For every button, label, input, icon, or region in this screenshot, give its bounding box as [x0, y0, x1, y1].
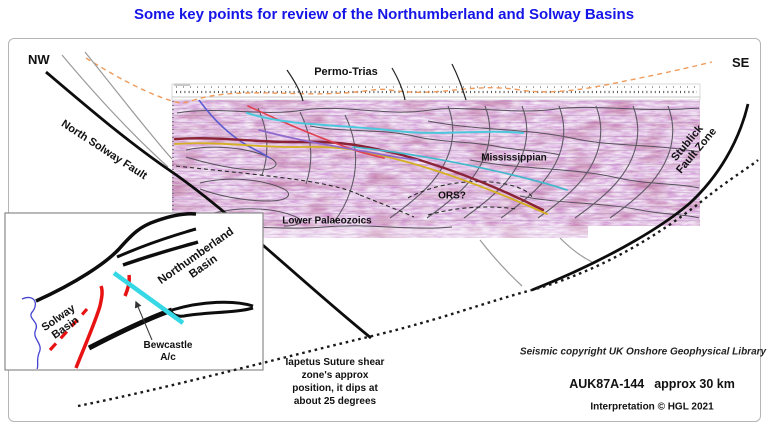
tiny-header-text [174, 83, 190, 86]
colored-horizons [173, 100, 568, 215]
page-title: Some key points for review of the Northu… [133, 6, 635, 23]
shallow-fault-curves [286, 63, 467, 102]
seismic-line-id: AUK87A-144 approx 30 km [569, 377, 735, 391]
seismic-line-location [112, 271, 185, 325]
seismic-image [172, 100, 700, 238]
bewcastle-arrow [134, 300, 153, 341]
inset-map [4, 212, 264, 371]
gray-projection-lines [61, 51, 593, 287]
inset-map-frame [4, 212, 264, 371]
line-scale-value: approx 30 km [654, 377, 735, 391]
orange-dashed-horizon-line [85, 57, 713, 104]
iapetus-suture-note: Iapetus Suture shear zone's approx posit… [285, 357, 385, 407]
permo-trias-label: Permo-Trias [314, 66, 378, 78]
interpretation-credit: Interpretation © HGL 2021 [590, 401, 714, 413]
dashed-boundaries [175, 165, 533, 218]
bewcastle-label: Bewcastle A/c [143, 340, 193, 363]
lower-palaeozoics-label: Lower Palaeozoics [282, 215, 372, 227]
north-solway-fault-line [45, 70, 372, 340]
line-id-value: AUK87A-144 [569, 377, 645, 391]
coastline-line [21, 296, 41, 370]
ors-label: ORS? [438, 190, 466, 202]
mississippian-label: Mississippian [481, 152, 547, 164]
seismic-copyright-note: Seismic copyright UK Onshore Geophysical… [519, 346, 767, 358]
stublick-fault-line [531, 103, 750, 292]
nw-direction-label: NW [28, 52, 50, 67]
se-direction-label: SE [732, 55, 750, 70]
